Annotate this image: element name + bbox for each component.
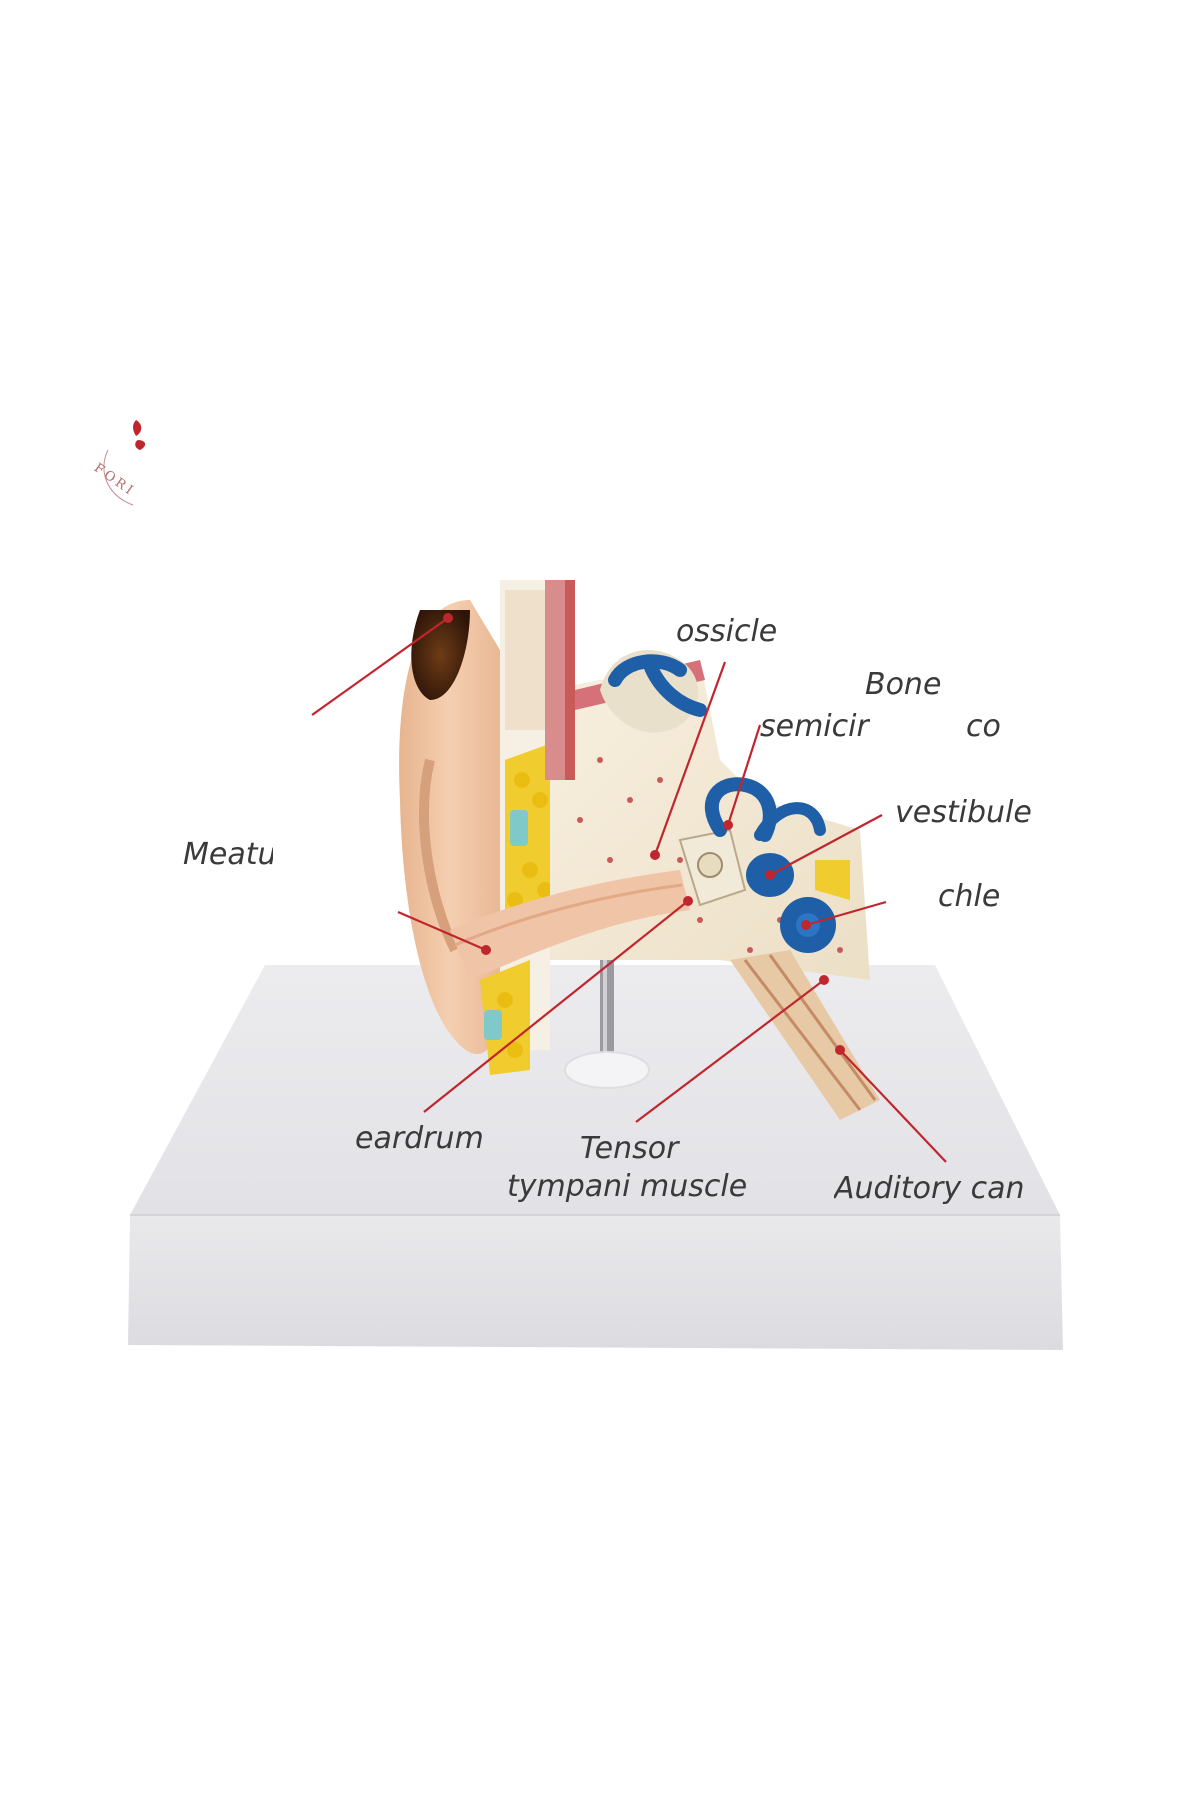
label-tensor-line2: tympani muscle	[507, 1169, 748, 1204]
label-vestibule: vestibule	[895, 795, 1032, 830]
leader-line-auditory	[839, 1049, 947, 1163]
label-tensor-line1: Tensor	[580, 1131, 679, 1166]
leader-line-semicircular	[726, 724, 762, 826]
label-co: co	[966, 710, 1001, 744]
support-post	[564, 955, 650, 1089]
label-ossicle: ossicle	[676, 614, 778, 649]
leader-dots	[443, 613, 845, 1055]
label-meatus: Meatu	[183, 838, 273, 872]
leader-lines	[311, 617, 947, 1163]
label-bone: Bone	[865, 667, 942, 702]
leader-line-eardrum	[423, 900, 689, 1113]
leader-line-vestibule	[769, 814, 883, 876]
leader-line-top-ear	[311, 617, 449, 716]
ear-canal	[450, 870, 690, 980]
leader-line-meatus	[397, 910, 487, 952]
brand-logo: FORI	[91, 420, 146, 506]
leader-line-ossicle	[653, 661, 727, 856]
label-auditory: Auditory can	[834, 1172, 1025, 1206]
leader-line-tensor	[635, 979, 825, 1123]
middle-ear-ossicles	[678, 828, 747, 907]
auditory-tube	[730, 950, 880, 1120]
label-eardrum: eardrum	[355, 1121, 484, 1156]
inner-ear	[704, 777, 850, 953]
upper-semicircular-model	[600, 650, 707, 733]
label-cochlea: chle	[938, 880, 1001, 914]
leader-line-cochlea	[805, 900, 887, 927]
fat-tissue	[480, 580, 560, 1075]
